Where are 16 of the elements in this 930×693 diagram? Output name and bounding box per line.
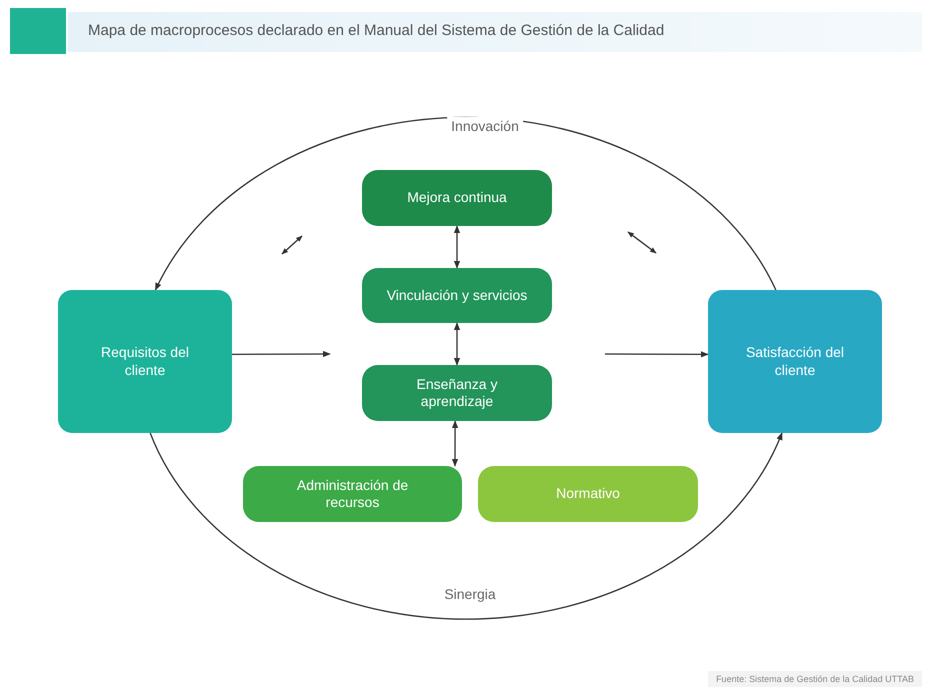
arrow	[452, 420, 458, 467]
arrow	[605, 351, 709, 358]
diagram-title: Mapa de macroprocesos declarado en el Manual del Sistema de Gestión de la Calidad	[88, 22, 664, 39]
curved-arrow	[154, 117, 776, 291]
curved-arrow	[150, 432, 783, 620]
arrow	[454, 322, 460, 366]
arrow	[232, 350, 331, 358]
source-note: Fuente: Sistema de Gestión de la Calidad UTTAB	[708, 671, 922, 687]
process-box: Satisfacción del cliente	[708, 290, 882, 433]
process-box: Requisitos del cliente	[58, 290, 232, 433]
arrow	[454, 225, 460, 269]
process-box: Normativo	[478, 466, 698, 522]
process-box: Enseñanza y aprendizaje	[362, 365, 552, 421]
process-box: Mejora continua	[362, 170, 552, 226]
process-box: Administración de recursos	[243, 466, 462, 522]
process-box: Vinculación y servicios	[362, 268, 552, 323]
